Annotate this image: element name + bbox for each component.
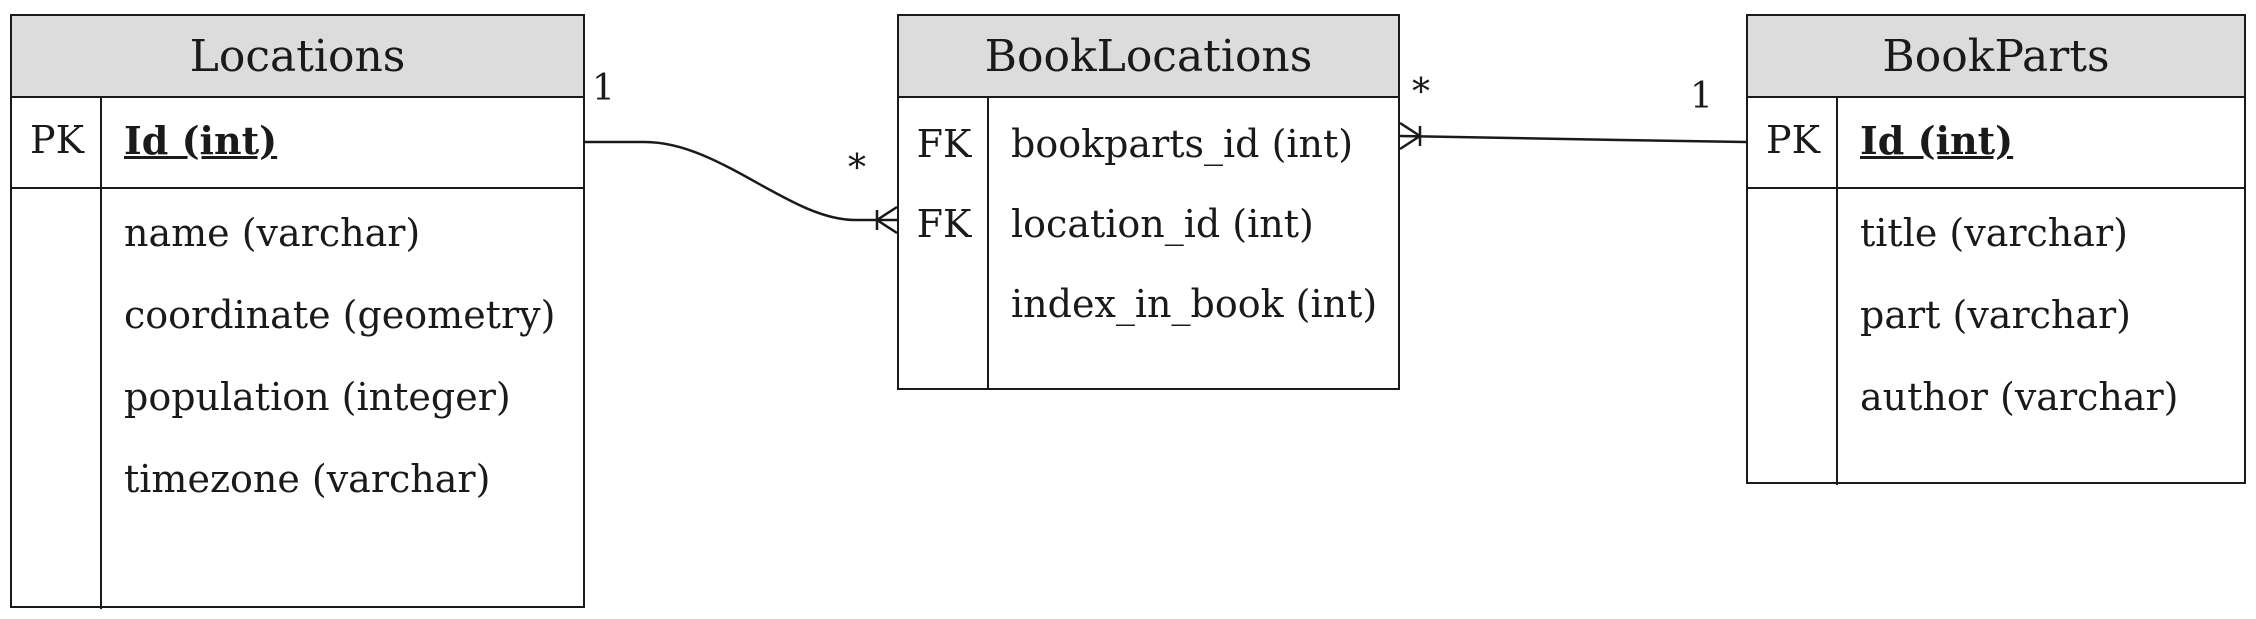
field-list: FK FK bookparts_id (int) location_id (in… — [899, 98, 1398, 389]
field-list: title (varchar) part (varchar) author (v… — [1748, 189, 2244, 485]
primary-key-row: PK Id (int) — [12, 98, 583, 189]
field-row: title (varchar) — [1860, 211, 2128, 255]
field-row: bookparts_id (int) — [1011, 122, 1354, 166]
field-row: population (integer) — [124, 375, 511, 419]
entity-title: BookLocations — [899, 16, 1398, 98]
field-row: timezone (varchar) — [124, 457, 491, 501]
entity-title: BookParts — [1748, 16, 2244, 98]
locations-to-booklocations-line — [585, 140, 897, 222]
pk-label: PK — [30, 118, 84, 162]
multiplicity-locations-one: 1 — [592, 68, 615, 109]
multiplicity-bookparts-one: 1 — [1690, 76, 1713, 117]
field-row: location_id (int) — [1011, 202, 1314, 246]
pk-label: PK — [1766, 118, 1820, 162]
primary-key-row: PK Id (int) — [1748, 98, 2244, 189]
multiplicity-booklocations-many-left: * — [848, 148, 866, 189]
field-row: author (varchar) — [1860, 375, 2179, 419]
fk-label: FK — [916, 122, 972, 166]
field-list: name (varchar) coordinate (geometry) pop… — [12, 189, 583, 609]
field-row: name (varchar) — [124, 211, 421, 255]
crowfoot-many-marker-right — [1399, 121, 1422, 151]
field-row: index_in_book (int) — [1011, 282, 1378, 326]
pk-field: Id (int) — [124, 118, 278, 163]
field-row: part (varchar) — [1860, 293, 2132, 337]
crowfoot-many-marker-left — [875, 205, 898, 235]
entity-title: Locations — [12, 16, 583, 98]
pk-field: Id (int) — [1860, 118, 2014, 163]
field-row: coordinate (geometry) — [124, 293, 556, 337]
entity-booklocations[interactable]: BookLocations FK FK bookparts_id (int) l… — [897, 14, 1400, 390]
bookparts-to-booklocations-line — [1399, 134, 1747, 144]
entity-bookparts[interactable]: BookParts PK Id (int) title (varchar) pa… — [1746, 14, 2246, 485]
entity-locations[interactable]: Locations PK Id (int) name (varchar) coo… — [10, 14, 585, 609]
fk-label: FK — [916, 202, 972, 246]
multiplicity-booklocations-many-right: * — [1412, 72, 1430, 113]
